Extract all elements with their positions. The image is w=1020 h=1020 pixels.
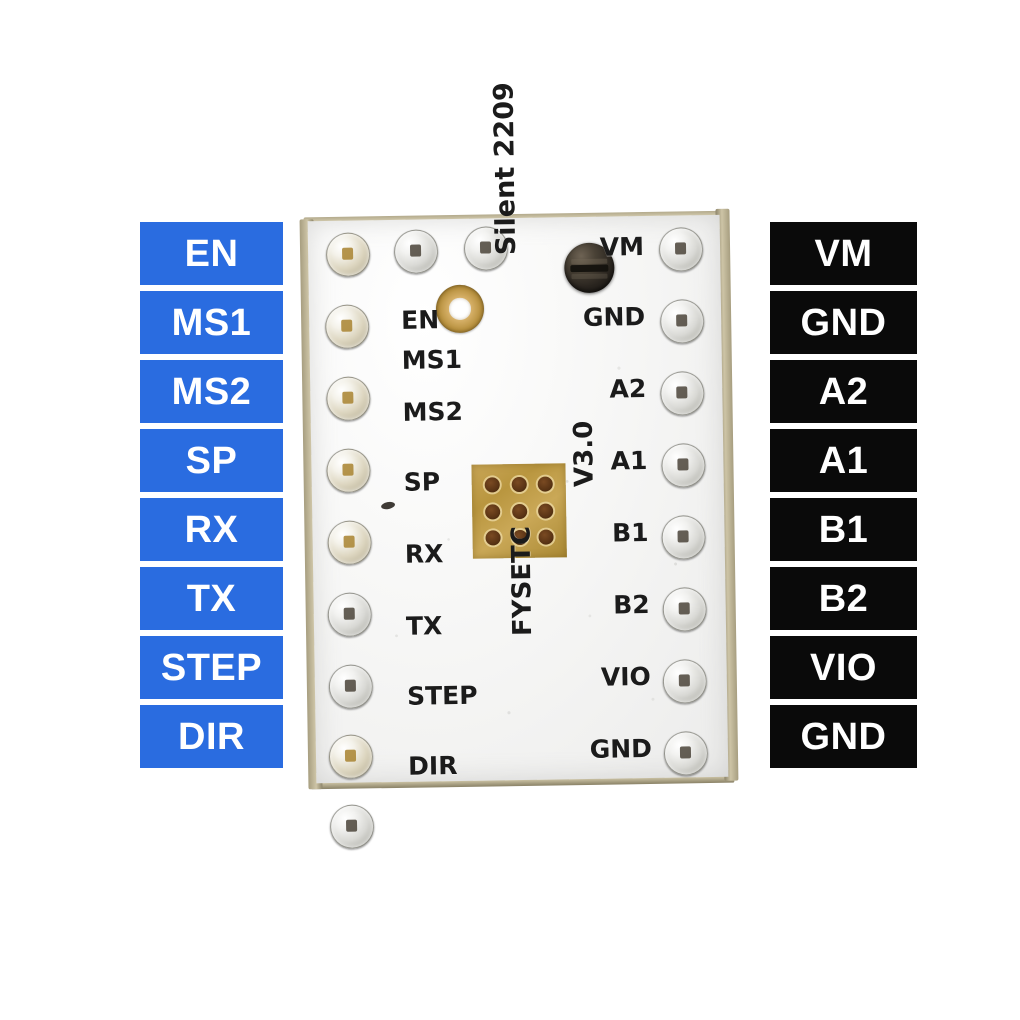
left-pin-label-column: EN MS1 MS2 SP RX TX STEP DIR <box>140 222 283 774</box>
via-hole <box>511 476 527 493</box>
silkscreen-right-gnd2: GND <box>589 733 653 764</box>
right-pin-label-gnd-2[interactable]: GND <box>770 705 917 768</box>
left-pin-label-rx[interactable]: RX <box>140 498 283 561</box>
left-pin-label-ms1[interactable]: MS1 <box>140 291 283 354</box>
silkscreen-right-vm: VM <box>599 232 645 262</box>
silkscreen-left-ms2: MS2 <box>402 396 464 427</box>
silkscreen-version: V3.0 <box>568 420 600 488</box>
solder-pad-right-a2 <box>659 371 705 416</box>
solder-pad-top-2 <box>393 229 439 274</box>
left-pin-label-ms2[interactable]: MS2 <box>140 360 283 423</box>
right-pin-label-column: VM GND A2 A1 B1 B2 VIO GND <box>770 222 917 774</box>
right-pin-label-vm[interactable]: VM <box>770 222 917 285</box>
silkscreen-right-vio: VIO <box>600 661 652 692</box>
solder-pad-left-dir <box>329 804 375 850</box>
via-hole <box>485 530 501 546</box>
via-hole <box>537 476 553 492</box>
via-hole <box>538 503 554 519</box>
solder-pad-right-vm <box>658 227 704 272</box>
mounting-hole-icon <box>435 284 485 334</box>
solder-pad-left-en <box>324 304 370 350</box>
left-pin-label-step[interactable]: STEP <box>140 636 283 699</box>
via-hole <box>538 529 554 545</box>
silkscreen-right-gnd1: GND <box>582 301 646 332</box>
silkscreen-left-sp: SP <box>403 467 441 497</box>
right-pin-label-a2[interactable]: A2 <box>770 360 917 423</box>
left-pin-label-dir[interactable]: DIR <box>140 705 283 768</box>
pcb-board: EN MS1 MS2 SP RX TX STEP DIR VM GND A2 A… <box>296 82 748 850</box>
right-pin-label-vio[interactable]: VIO <box>770 636 917 699</box>
solder-pad-left-tx <box>328 664 374 710</box>
solder-pad-left-rx <box>327 592 373 638</box>
silkscreen-left-dir: DIR <box>407 751 458 781</box>
silkscreen-brand: FYSETC <box>506 525 539 637</box>
solder-pad-left-step <box>328 734 374 780</box>
pcb-soldermask-surface: EN MS1 MS2 SP RX TX STEP DIR VM GND A2 A… <box>307 82 729 850</box>
solder-pad-left-sp <box>327 520 372 566</box>
silkscreen-model-name: Silent 2209 <box>488 81 523 256</box>
solder-pad-left-ms1 <box>326 376 371 422</box>
right-pin-label-gnd-1[interactable]: GND <box>770 291 917 354</box>
solder-pad-right-b2 <box>662 587 708 632</box>
via-hole <box>484 477 500 493</box>
silkscreen-left-en: EN <box>400 305 440 335</box>
silkscreen-right-b1: B1 <box>611 517 649 548</box>
right-pin-label-a1[interactable]: A1 <box>770 429 917 492</box>
silkscreen-left-step: STEP <box>406 680 478 711</box>
silkscreen-left-ms1: MS1 <box>401 344 463 375</box>
left-pin-label-sp[interactable]: SP <box>140 429 283 492</box>
via-hole <box>485 504 501 520</box>
silkscreen-right-a2: A2 <box>609 373 647 404</box>
silkscreen-right-b2: B2 <box>612 589 650 620</box>
solder-pad-right-b1 <box>661 515 706 560</box>
silkscreen-left-rx: RX <box>404 539 444 569</box>
right-pin-label-b1[interactable]: B1 <box>770 498 917 561</box>
solder-pad-right-a1 <box>661 443 706 488</box>
left-pin-label-en[interactable]: EN <box>140 222 283 285</box>
silkscreen-left-tx: TX <box>405 611 443 641</box>
solder-pad-left-ms2 <box>326 448 371 494</box>
right-pin-label-b2[interactable]: B2 <box>770 567 917 630</box>
solder-pad-right-vio <box>662 659 708 704</box>
left-pin-label-tx[interactable]: TX <box>140 567 283 630</box>
solder-pad-right-gnd1 <box>659 299 705 344</box>
solder-pad-top-1 <box>325 232 371 277</box>
via-hole <box>512 503 528 520</box>
solder-pad-right-gnd2 <box>663 731 709 776</box>
silkscreen-right-a1: A1 <box>610 445 648 476</box>
solder-blob <box>380 500 396 511</box>
